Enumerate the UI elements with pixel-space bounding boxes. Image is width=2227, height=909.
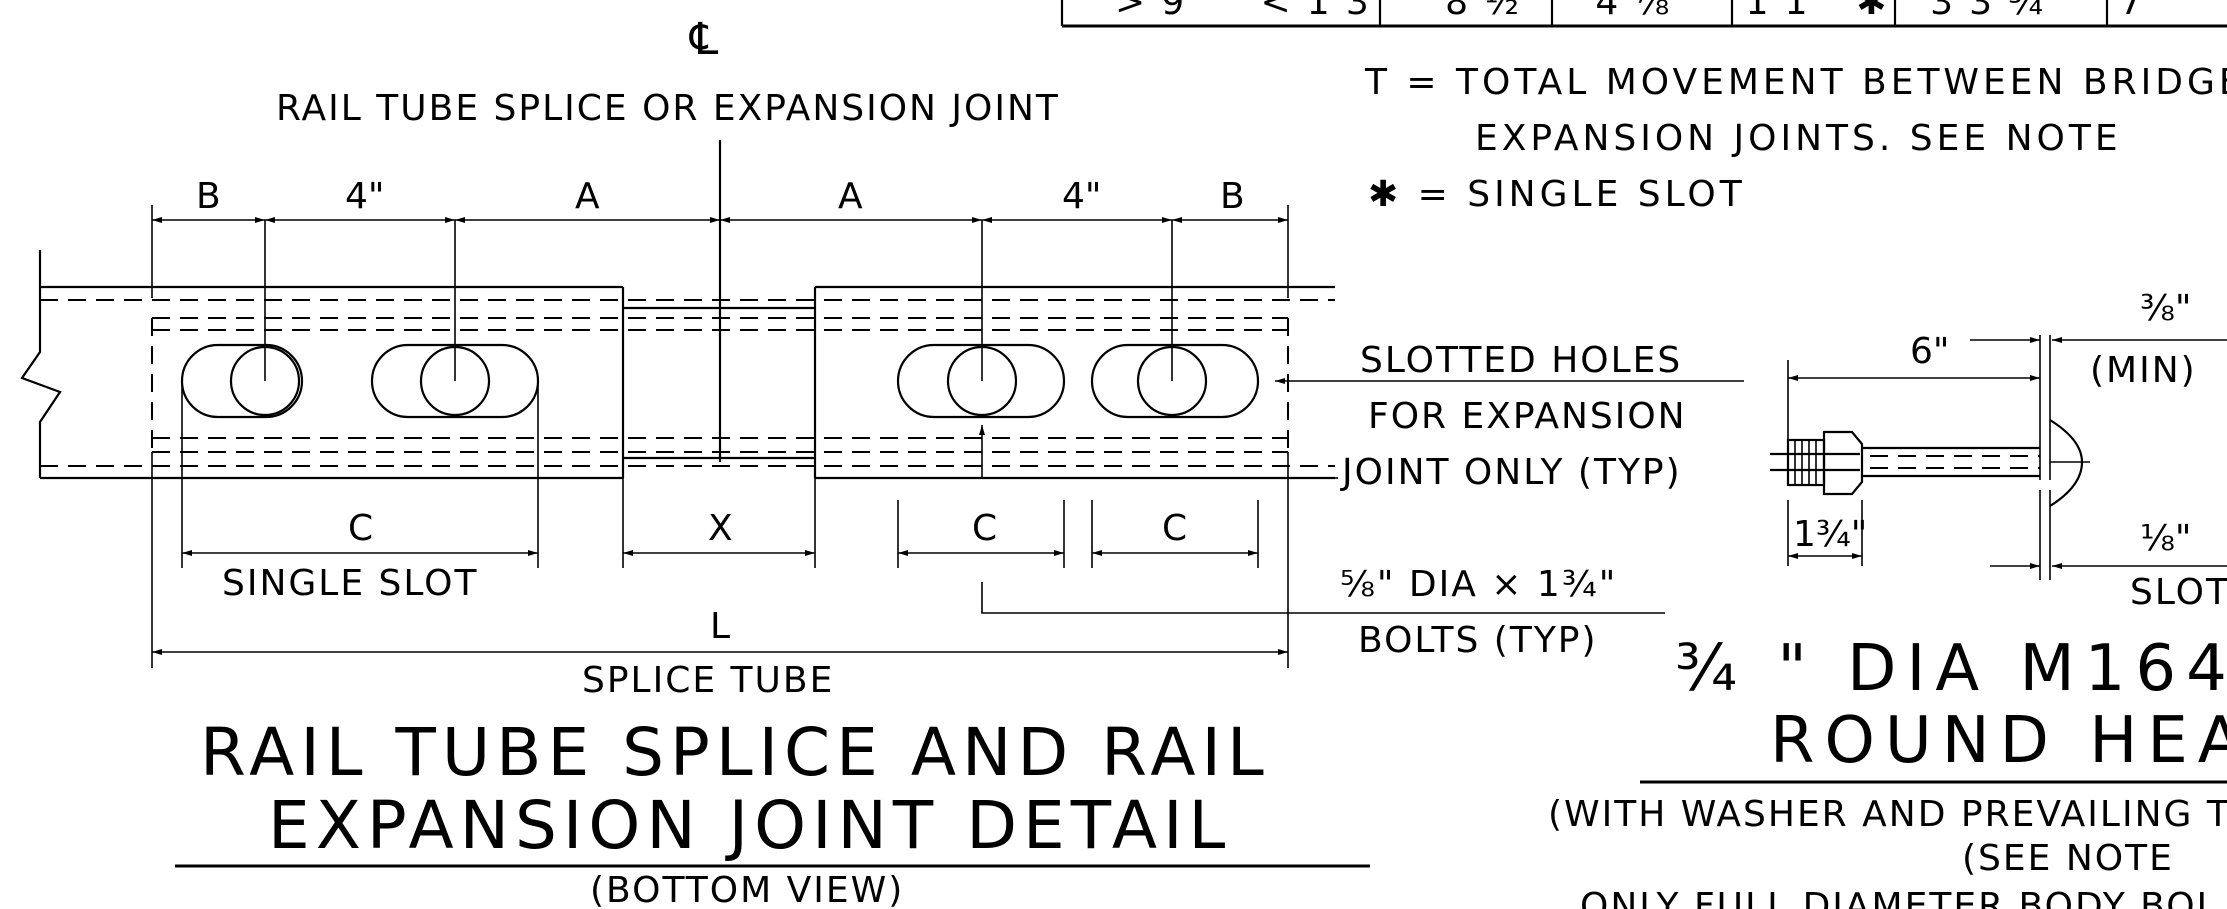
bolt-sub-line-1: (WITH WASHER AND PREVAILING T <box>1548 794 2227 835</box>
centerline-label: RAIL TUBE SPLICE OR EXPANSION JOINT <box>276 88 1060 129</box>
detail-subtitle: (BOTTOM VIEW) <box>590 870 904 909</box>
splice-tube-label: SPLICE TUBE <box>582 660 834 701</box>
dim-a-right: A <box>838 176 863 217</box>
lower-dimensions: C SINGLE SLOT X C C L SPLICE TUBE <box>151 381 1289 701</box>
dim-1-8: ⅛" <box>2140 518 2191 559</box>
bolt-sub-line-2: (SEE NOTE <box>1962 838 2174 879</box>
table-row-text: >9" <13" 8½" 4⅞" 11"✱ 33¾" 7" <box>1115 0 2175 23</box>
rail-tube-left <box>20 250 625 480</box>
note-star-line: ✱ = SINGLE SLOT <box>1368 174 1746 215</box>
bolt-title-line-2: ROUND HEAD <box>1770 704 2227 778</box>
rail-tube-right <box>813 285 1335 480</box>
dim-3-8: ⅜" <box>2140 288 2191 329</box>
detail-title-line-1: RAIL TUBE SPLICE AND RAIL <box>200 714 1270 791</box>
dim-c-mid: C <box>972 508 997 549</box>
dim-4-left: 4" <box>345 176 384 217</box>
bolts-callout: ⅝" DIA × 1¾" BOLTS (TYP) <box>979 425 1665 661</box>
slotted-holes <box>180 220 1260 419</box>
dim-b-left: B <box>196 176 221 217</box>
dim-b-right: B <box>1220 176 1245 217</box>
slotted-holes-line-1: SLOTTED HOLES <box>1360 340 1682 381</box>
bolts-line-1: ⅝" DIA × 1¾" <box>1340 564 1617 605</box>
dim-4-right: 4" <box>1062 176 1101 217</box>
bolt-detail: 6" ⅜" (MIN) 1¾" <box>1548 288 2227 909</box>
dim-c-single: C <box>348 508 373 549</box>
dim-a-left: A <box>575 176 600 217</box>
notes: T = TOTAL MOVEMENT BETWEEN BRIDGE EXPANS… <box>1364 62 2227 215</box>
single-slot-label: SINGLE SLOT <box>222 563 479 604</box>
detail-title-line-2: EXPANSION JOINT DETAIL <box>268 787 1231 864</box>
splice-detail: ℄ RAIL TUBE SPLICE OR EXPANSION JOINT B … <box>20 14 1744 909</box>
dim-c-right: C <box>1162 508 1187 549</box>
slotted-holes-callout: SLOTTED HOLES FOR EXPANSION JOINT ONLY (… <box>1275 340 1744 493</box>
bolt-title-line-1: ¾ " DIA M164 <box>1675 632 2227 706</box>
min-label: (MIN) <box>2090 350 2197 391</box>
dim-1-3-4: 1¾" <box>1793 514 1867 555</box>
slotted-holes-line-2: FOR EXPANSION <box>1368 396 1687 437</box>
dim-x: X <box>708 508 733 549</box>
bolt-sub-line-3: ONLY FULL DIAMETER BODY BOL <box>1580 886 2219 909</box>
top-dimension-chain: B 4" A A 4" B <box>151 176 1289 298</box>
bolt-icon <box>1770 419 2090 507</box>
dim-l: L <box>710 606 730 647</box>
note-t-line-2: EXPANSION JOINTS. SEE NOTE <box>1475 118 2122 159</box>
splice-tube-hidden <box>40 299 1335 467</box>
bolts-line-2: BOLTS (TYP) <box>1358 620 1598 661</box>
slot-label: SLOT <box>2130 572 2227 613</box>
top-table-fragment: >9" <13" 8½" 4⅞" 11"✱ 33¾" 7" <box>1060 0 2227 28</box>
note-t-line-1: T = TOTAL MOVEMENT BETWEEN BRIDGE <box>1364 62 2227 103</box>
centerline-symbol: ℄ <box>689 14 719 65</box>
slotted-holes-line-3: JOINT ONLY (TYP) <box>1340 452 1682 493</box>
dim-6: 6" <box>1910 331 1949 372</box>
